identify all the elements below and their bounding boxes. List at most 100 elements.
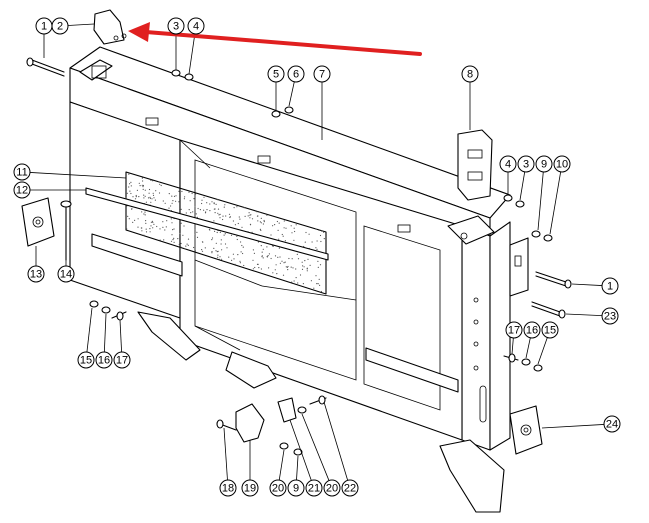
callout-13: 13 bbox=[27, 265, 45, 283]
washer-15-right bbox=[533, 364, 543, 372]
callout-number: 6 bbox=[293, 69, 299, 81]
leader-line bbox=[288, 81, 295, 107]
callout-number: 2 bbox=[57, 21, 63, 33]
leader-line bbox=[86, 307, 93, 353]
leader-line bbox=[301, 413, 330, 481]
leader-line bbox=[296, 455, 299, 481]
bolt-1-top bbox=[26, 57, 65, 77]
callout-number: 12 bbox=[16, 185, 28, 197]
callout-circle bbox=[523, 321, 541, 339]
nut-4-top bbox=[184, 73, 194, 81]
callout-9: 9 bbox=[287, 479, 305, 497]
callout-number: 22 bbox=[344, 483, 356, 495]
bolt-14 bbox=[60, 200, 72, 261]
washer-5 bbox=[271, 110, 281, 118]
callout-circle bbox=[57, 265, 75, 283]
frame-body bbox=[69, 46, 529, 513]
callout-17: 17 bbox=[505, 321, 523, 339]
callout-circle bbox=[287, 65, 305, 83]
angle-bar-12 bbox=[85, 187, 329, 261]
callout-16: 16 bbox=[523, 321, 541, 339]
callout-number: 23 bbox=[604, 311, 616, 323]
leader-line bbox=[188, 33, 196, 75]
callout-number: 4 bbox=[505, 159, 511, 171]
callout-number: 3 bbox=[523, 159, 529, 171]
leader-line bbox=[323, 401, 349, 481]
bolt-17-left bbox=[111, 311, 127, 321]
callout-5: 5 bbox=[267, 65, 285, 83]
washer-16-right bbox=[521, 358, 531, 366]
leader-line bbox=[67, 23, 95, 26]
callout-number: 13 bbox=[30, 269, 42, 281]
washer-3-right bbox=[515, 200, 525, 208]
callout-20: 20 bbox=[323, 479, 341, 497]
bolt-23 bbox=[531, 301, 566, 319]
nut-9-right bbox=[531, 230, 541, 238]
callout-number: 18 bbox=[222, 483, 234, 495]
highlight-arrow bbox=[128, 22, 422, 56]
callout-3: 3 bbox=[167, 17, 185, 35]
leader-line bbox=[289, 419, 312, 481]
callout-circle bbox=[305, 479, 323, 497]
speckled-plate bbox=[125, 171, 327, 295]
callout-number: 11 bbox=[16, 167, 27, 179]
callout-number: 19 bbox=[244, 483, 256, 495]
callout-circle bbox=[219, 479, 237, 497]
callout-number: 8 bbox=[467, 69, 473, 81]
callout-1: 1 bbox=[601, 277, 619, 295]
callout-7: 7 bbox=[313, 65, 331, 83]
callout-circle bbox=[541, 321, 559, 339]
callout-16: 16 bbox=[95, 351, 113, 369]
callout-circle bbox=[77, 351, 95, 369]
callout-number: 16 bbox=[526, 325, 538, 337]
leader-lines bbox=[29, 23, 605, 481]
callout-circle bbox=[51, 17, 69, 35]
part-19-bracket bbox=[235, 403, 265, 443]
callout-15: 15 bbox=[77, 351, 95, 369]
callout-circle bbox=[341, 479, 359, 497]
callout-circle bbox=[267, 65, 285, 83]
part-21-clip bbox=[277, 397, 297, 423]
callout-number: 16 bbox=[98, 355, 110, 367]
callout-circle bbox=[113, 351, 131, 369]
washer-16-left bbox=[101, 306, 111, 314]
callout-number: 10 bbox=[556, 159, 568, 171]
bolt-22 bbox=[309, 395, 327, 405]
washer-3-top bbox=[171, 69, 181, 77]
callout-18: 18 bbox=[219, 479, 237, 497]
leader-line bbox=[511, 337, 514, 355]
bolt-1-right bbox=[535, 271, 572, 289]
callout-number: 15 bbox=[544, 325, 556, 337]
callout-4: 4 bbox=[499, 155, 517, 173]
callout-number: 9 bbox=[541, 159, 547, 171]
callout-19: 19 bbox=[241, 479, 259, 497]
bolt-18 bbox=[216, 419, 237, 431]
callout-circle bbox=[167, 17, 185, 35]
leader-line bbox=[571, 283, 603, 286]
callout-number: 7 bbox=[319, 69, 325, 81]
callout-number: 1 bbox=[41, 21, 47, 33]
callout-circle bbox=[601, 307, 619, 325]
callout-circle bbox=[27, 265, 45, 283]
callout-1: 1 bbox=[35, 17, 53, 35]
callout-circle bbox=[553, 155, 571, 173]
callout-circle bbox=[13, 181, 31, 199]
leader-line bbox=[519, 171, 526, 201]
leader-line bbox=[537, 171, 544, 231]
callout-9: 9 bbox=[535, 155, 553, 173]
callout-circle bbox=[13, 163, 31, 181]
nut-4-right bbox=[503, 194, 513, 202]
callout-20: 20 bbox=[269, 479, 287, 497]
callout-4: 4 bbox=[187, 17, 205, 35]
callout-number: 15 bbox=[80, 355, 92, 367]
callout-circle bbox=[241, 479, 259, 497]
part-24-plate bbox=[509, 405, 543, 455]
callout-number: 14 bbox=[60, 269, 72, 281]
leader-line bbox=[565, 313, 603, 317]
callout-circle bbox=[603, 415, 621, 433]
leader-line bbox=[103, 313, 107, 353]
callout-15: 15 bbox=[541, 321, 559, 339]
